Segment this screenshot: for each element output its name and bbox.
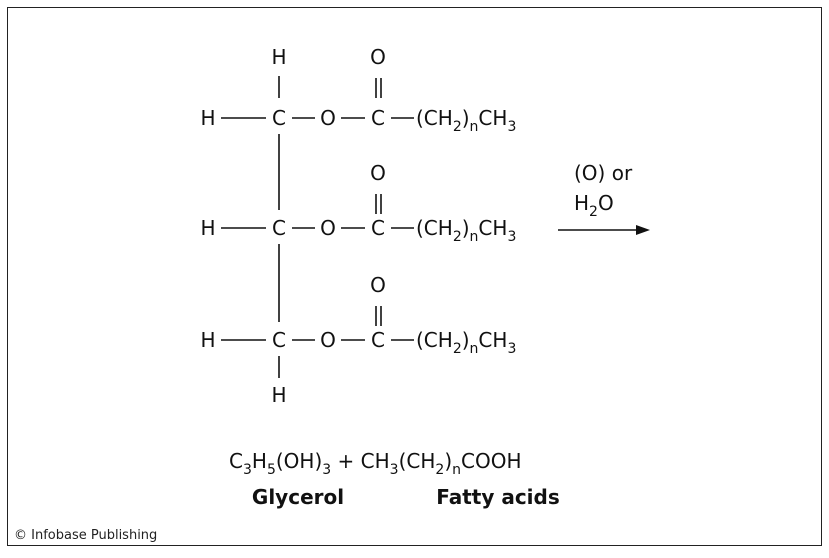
atom-o: O — [320, 216, 336, 240]
ester-row-2: O H C O C (CH2)nCH3 — [200, 161, 516, 245]
atom-c: C — [371, 216, 385, 240]
carbonyl-oxygen: O — [370, 273, 386, 297]
atom-h-top: H — [271, 45, 286, 69]
atom-h: H — [200, 328, 215, 352]
label-glycerol: Glycerol — [252, 485, 344, 509]
atom-h: H — [200, 106, 215, 130]
diagram-frame — [7, 7, 822, 546]
atom-o: O — [320, 328, 336, 352]
atom-h: H — [200, 216, 215, 240]
reagent-water: H2O — [574, 191, 614, 220]
ester-row-1: O H C O C (CH2)nCH3 — [200, 45, 516, 135]
fatty-chain: (CH2)nCH3 — [416, 216, 516, 245]
atom-c: C — [272, 216, 286, 240]
atom-c: C — [272, 328, 286, 352]
atom-c: C — [371, 328, 385, 352]
atom-c: C — [371, 106, 385, 130]
arrow-head-icon — [636, 225, 650, 235]
products-equation: C3H5(OH)3 + CH3(CH2)nCOOH — [229, 449, 522, 478]
label-fatty-acids: Fatty acids — [436, 485, 560, 509]
carbonyl-oxygen: O — [370, 161, 386, 185]
atom-h-bottom: H — [271, 383, 286, 407]
fatty-chain: (CH2)nCH3 — [416, 328, 516, 357]
atom-o: O — [320, 106, 336, 130]
ester-row-3: O H C O C (CH2)nCH3 — [200, 273, 516, 357]
carbonyl-oxygen: O — [370, 45, 386, 69]
fatty-chain: (CH2)nCH3 — [416, 106, 516, 135]
reagent-text: (O) or — [574, 161, 633, 185]
atom-c: C — [272, 106, 286, 130]
publisher-credit: © Infobase Publishing — [14, 528, 158, 543]
